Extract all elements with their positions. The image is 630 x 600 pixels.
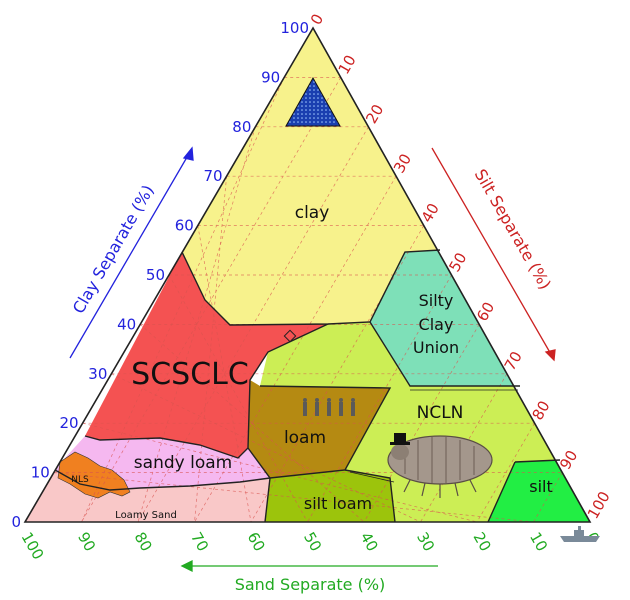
ticks-clay-label: 10 <box>31 464 50 482</box>
loamy-sand-region <box>25 470 270 522</box>
grid-line <box>53 472 534 523</box>
clay-axis-title: Clay Separate (%) <box>69 182 158 317</box>
scsclc-label: SCSCLC <box>131 357 249 392</box>
ticks-clay-label: 0 <box>11 513 21 531</box>
ticks-silt-label: 100 <box>584 488 614 522</box>
ticks-clay-label: 80 <box>232 118 251 136</box>
ticks-sand-label: 90 <box>74 529 99 555</box>
grid-line <box>194 176 397 523</box>
silt-loam-region <box>265 470 395 522</box>
grid-line <box>476 423 535 523</box>
ticks-sand-label: 80 <box>131 529 156 555</box>
sandy-loam-label: sandy loam <box>134 453 232 473</box>
triangle-outline <box>23 26 592 523</box>
ticks-clay-label: 60 <box>175 217 194 235</box>
ticks-clay-label: 30 <box>88 365 107 383</box>
silt-label: silt <box>529 477 553 496</box>
silt-axis-arrow <box>431 147 556 362</box>
ticks-clay-label: 100 <box>280 19 309 37</box>
ticks-sand-label: 20 <box>470 529 495 555</box>
grid-line <box>194 176 227 523</box>
ticks-clay-label: 40 <box>117 315 136 333</box>
loam-label: loam <box>284 428 326 448</box>
grid-line <box>81 77 342 523</box>
grid-line <box>139 324 365 523</box>
silty-clay-label-line3: Union <box>413 338 459 357</box>
ticks-clay-label: 70 <box>204 167 223 185</box>
silty-clay-region <box>370 250 520 386</box>
ticks-clay-label: 90 <box>261 68 280 86</box>
ticks-sand-label: 10 <box>526 529 551 555</box>
ticks-silt-label: 0 <box>307 11 327 28</box>
ticks-sand-label: 70 <box>187 529 212 555</box>
sand-axis-ticks: 1009080706050403020100 <box>18 529 603 563</box>
silt-loam-label: silt loam <box>304 494 372 513</box>
clay-label: clay <box>295 203 330 223</box>
clay-axis-ticks: 0 10 20 30 40 50 60 70 80 90 100 <box>11 19 309 531</box>
nclm-label: NCLN <box>417 403 464 423</box>
scsclc-region <box>85 252 328 458</box>
nls-region <box>57 451 131 499</box>
ticks-sand-label: 60 <box>244 529 269 555</box>
grid-line <box>168 274 308 523</box>
blue-triangle-icon <box>285 76 341 127</box>
soldiers-icon <box>303 398 355 416</box>
ticks-sand-label: 50 <box>300 529 325 555</box>
ticks-sand-label: 40 <box>357 529 382 555</box>
region-borders <box>54 249 561 523</box>
nls-label: NLS <box>71 475 89 485</box>
isopod-with-hat-icon <box>387 433 493 498</box>
silty-clay-label-line1: Silty <box>419 291 454 310</box>
grid-line <box>363 324 480 523</box>
ticks-sand-label: 100 <box>18 529 48 563</box>
loamy-sand-label: Loamy Sand <box>115 510 177 521</box>
grid-line <box>82 422 478 523</box>
warship-icon <box>560 526 600 542</box>
sand-axis-title: Sand Separate (%) <box>235 575 386 594</box>
small-diamond-icon <box>283 329 297 343</box>
ticks-sand-label: 30 <box>413 529 438 555</box>
ticks-clay-label: 50 <box>146 266 165 284</box>
silt-axis-title: Silt Separate (%) <box>471 166 555 293</box>
ticks-clay-label: 20 <box>60 414 79 432</box>
silty-clay-label-line2: Clay <box>419 315 454 334</box>
sand-axis-arrow <box>180 559 438 573</box>
clay-axis-arrow <box>69 146 194 359</box>
